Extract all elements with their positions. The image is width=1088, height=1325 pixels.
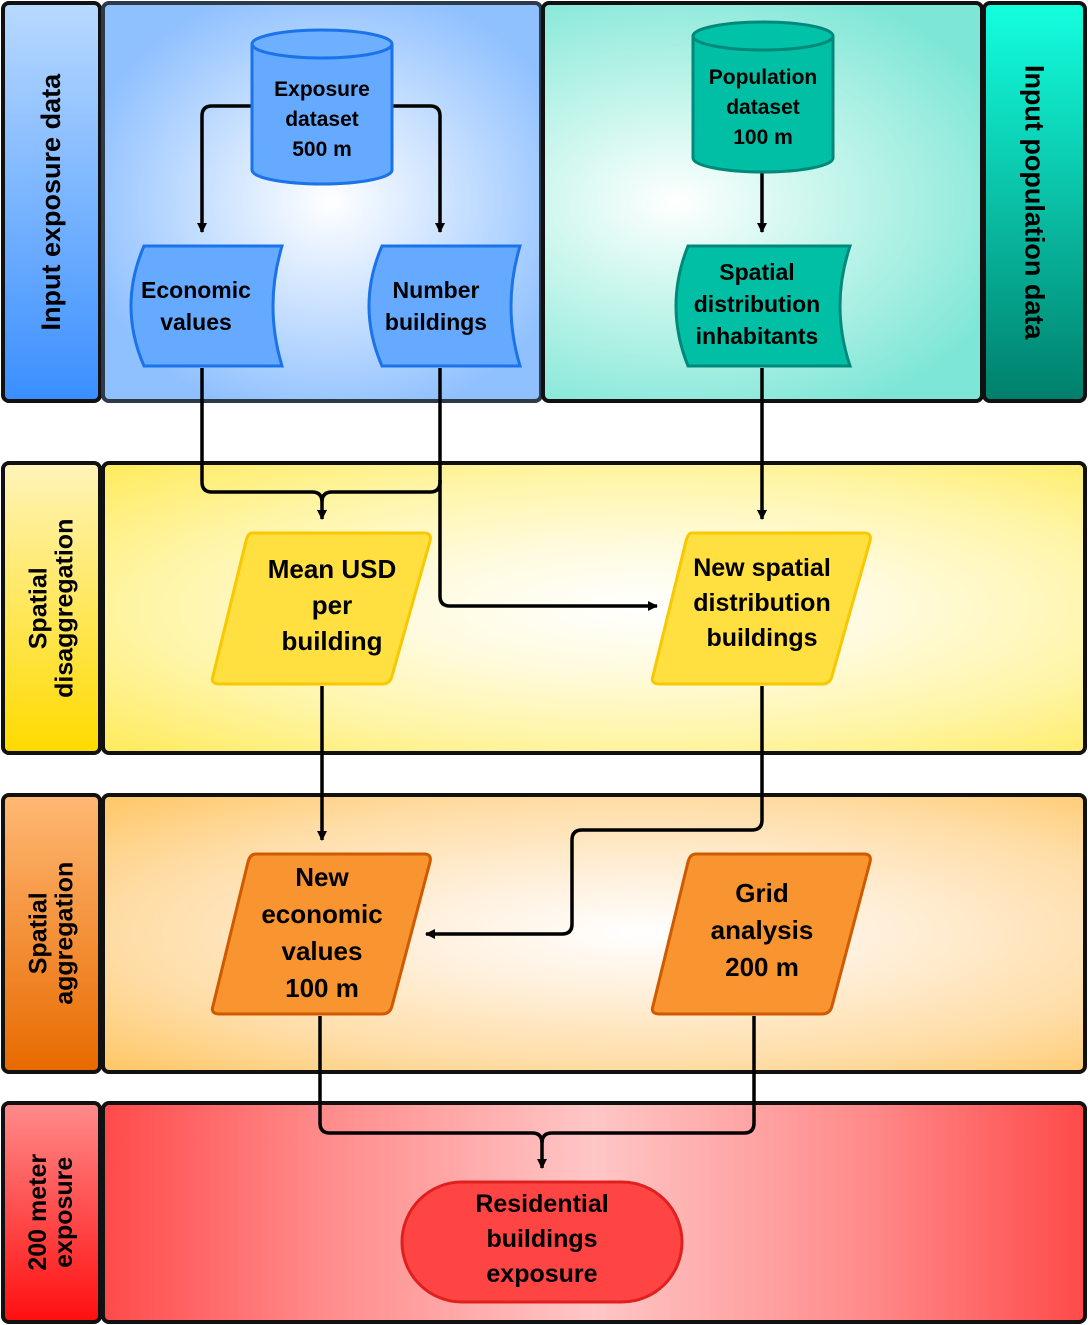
node-grid-analysis bbox=[650, 852, 872, 1016]
edge-neweconomic-to-residential bbox=[318, 1016, 547, 1169]
lane-label-spatial-aggregation: Spatial aggregation bbox=[1, 793, 102, 1074]
edge-economic-to-mean bbox=[200, 368, 327, 520]
edge-newspatial-to-neweconomic bbox=[425, 686, 764, 939]
node-new-spatial-distribution-buildings bbox=[650, 531, 872, 686]
node-spatial-distribution-inhabitants bbox=[674, 244, 853, 368]
node-mean-usd-per-building bbox=[210, 531, 432, 686]
edge-number-to-mean bbox=[320, 368, 442, 503]
edge-grid-to-residential bbox=[540, 1016, 756, 1144]
node-population-dataset bbox=[691, 20, 835, 174]
node-residential-buildings-exposure bbox=[400, 1180, 684, 1304]
node-number-buildings bbox=[367, 244, 523, 368]
lane-label-spatial-disaggregation: Spatial disaggregation bbox=[1, 461, 102, 755]
node-new-economic-values bbox=[210, 852, 432, 1016]
edge-number-to-newspatial bbox=[438, 480, 658, 611]
node-economic-values bbox=[129, 244, 285, 368]
edge-exposure-to-number bbox=[392, 104, 445, 233]
edge-exposure-to-economic bbox=[197, 104, 252, 233]
lane-label-input-exposure: Input exposure data bbox=[1, 1, 102, 403]
node-exposure-dataset bbox=[250, 28, 394, 186]
lane-label-200m-exposure: 200 meter exposure bbox=[1, 1101, 102, 1324]
lane-spatial-disaggregation bbox=[101, 461, 1087, 755]
lane-label-input-population: Input population data bbox=[982, 1, 1087, 403]
